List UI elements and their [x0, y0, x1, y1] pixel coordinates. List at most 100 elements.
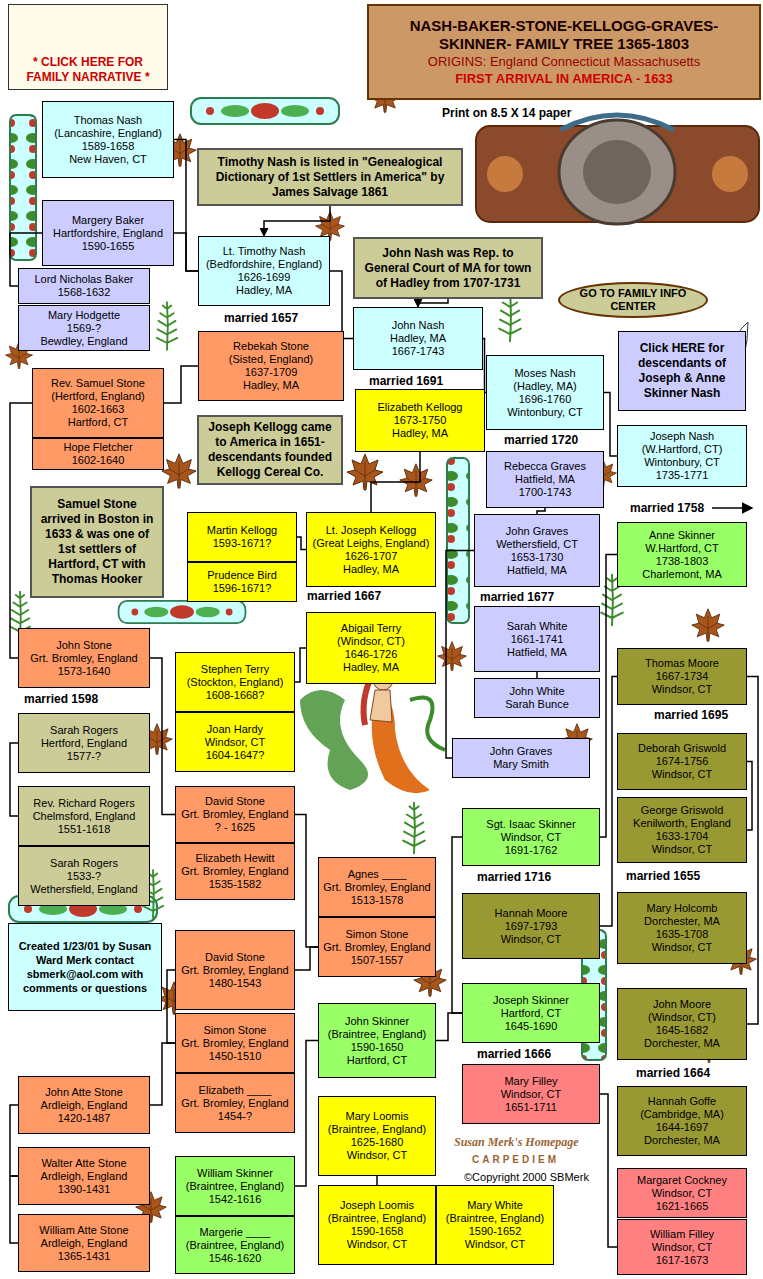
box-text: 1535-1582 — [178, 878, 292, 891]
box-text: Hatfield, MA — [489, 473, 601, 486]
box-text: Bewdley, England — [21, 335, 147, 348]
box-text: 1696-1760 — [489, 393, 601, 406]
box-text: 1621-1665 — [620, 1200, 744, 1213]
marriage-label: married 1666 — [475, 1047, 553, 1061]
box-text: ? - 1625 — [178, 821, 292, 834]
person-box: Sarah White1661-1741Hatfield, MA — [474, 606, 600, 672]
box-text: Walter Atte Stone — [21, 1157, 147, 1170]
info-box: Click HERE for descendants of Joseph & A… — [618, 331, 746, 411]
box-text: Windsor, CT — [465, 933, 597, 946]
box-text: Hartford, CT — [321, 1054, 433, 1067]
person-box: David StoneGrt. Bromley, England? - 1625 — [175, 786, 295, 843]
box-text: Charlemont, MA — [620, 568, 744, 581]
box-text: Grt. Bromley, England — [321, 881, 433, 894]
box-text: Elizabeth Kellogg — [358, 401, 482, 414]
box-text: 1625-1680 — [321, 1136, 433, 1149]
person-box: John GravesMary Smith — [452, 738, 590, 778]
person-box: Elizabeth Kellogg1673-1750Hadley, MA — [355, 389, 485, 452]
box-text: Grt. Bromley, England — [178, 1037, 292, 1050]
box-text: Grt. Bromley, England — [178, 1097, 292, 1110]
box-text: Deborah Griswold — [620, 742, 744, 755]
box-text: 1608-1668? — [178, 689, 292, 702]
note-box: John Nash was Rep. to General Court of M… — [353, 237, 543, 299]
box-text: William Filley — [620, 1228, 744, 1241]
person-box: George GriswoldKenilworth, England1633-1… — [617, 797, 747, 863]
person-box: Deborah Griswold1674-1756Windsor, CT — [617, 733, 747, 790]
oval-button: GO TO FAMILY INFO CENTER — [558, 282, 708, 318]
box-text: Lt. Joseph Kellogg — [309, 524, 433, 537]
box-text: Hartford, CT — [35, 416, 161, 429]
box-text: 1454-? — [178, 1110, 292, 1123]
person-box: William Skinner(Braintree, England)1542-… — [175, 1156, 295, 1216]
box-text: David Stone — [178, 951, 292, 964]
box-text: Wintonbury, CT — [620, 456, 744, 469]
box-text: 1667-1734 — [620, 670, 744, 683]
box-text: Simon Stone — [321, 928, 433, 941]
box-text: Simon Stone — [178, 1024, 292, 1037]
box-text: 1646-1726 — [309, 648, 433, 661]
box-text: ORIGINS: England Connecticut Massachuset… — [375, 53, 753, 70]
box-text: Sarah Rogers — [21, 724, 147, 737]
box-text: Joseph Nash — [620, 430, 744, 443]
person-box: Mary White(Braintree, England)1590-1652W… — [436, 1185, 554, 1265]
box-text: Chelmsford, England — [21, 810, 147, 823]
box-text: 1590-1650 — [321, 1041, 433, 1054]
box-text: Hope Fletcher — [35, 441, 161, 454]
box-text: (Braintree, England) — [321, 1028, 433, 1041]
box-text: John Stone — [21, 639, 147, 652]
marriage-label: married 1667 — [305, 589, 383, 603]
box-text: * CLICK HERE FOR FAMILY NARRATIVE * — [13, 55, 163, 85]
person-box: William Atte StoneArdleigh, England1365-… — [18, 1214, 150, 1272]
connector — [295, 1041, 318, 1187]
box-text: 1589-1658 — [45, 140, 171, 153]
box-text: Dorchester, MA — [620, 1134, 744, 1147]
person-box: Hannah Moore1697-1793Windsor, CT — [462, 893, 600, 959]
marriage-label: married 1758 — [628, 501, 706, 515]
connector — [174, 140, 198, 272]
box-text: Anne Skinner — [620, 529, 744, 542]
person-box: Simon StoneGrt. Bromley, England1507-155… — [318, 917, 436, 977]
marriage-label: Print on 8.5 X 14 paper — [440, 106, 573, 120]
box-text: Grt. Bromley, England — [178, 964, 292, 977]
box-text: 1590-1652 — [439, 1225, 551, 1238]
box-text: 1644-1697 — [620, 1121, 744, 1134]
box-text: (Sisted, England) — [201, 353, 341, 366]
person-box: Joan HardyWindsor, CT1604-1647? — [175, 712, 295, 772]
leaf-icon — [438, 642, 467, 671]
marriage-label: married 1677 — [478, 590, 556, 604]
box-text: Dorchester, MA — [620, 1037, 744, 1050]
box-text: 1645-1682 — [620, 1024, 744, 1037]
connector — [600, 555, 617, 838]
box-text: John Moore — [620, 998, 744, 1011]
connector — [295, 947, 318, 970]
person-box: Rebecca GravesHatfield, MA1700-1743 — [486, 451, 604, 508]
connector — [747, 762, 752, 831]
box-text: Windsor, CT — [620, 768, 744, 781]
box-text: David Stone — [178, 795, 292, 808]
connector — [297, 537, 306, 550]
box-text: Windsor, CT — [465, 1088, 597, 1101]
box-text: Lord Nicholas Baker — [21, 273, 147, 286]
box-text: 1626-1707 — [309, 550, 433, 563]
box-text: William Skinner — [178, 1167, 292, 1180]
mermaid-illustration — [300, 670, 445, 793]
box-text: Windsor, CT — [620, 683, 744, 696]
box-text: John Graves — [477, 525, 597, 538]
box-text: Rev. Richard Rogers — [21, 797, 147, 810]
box-text: Mary Loomis — [321, 1110, 433, 1123]
box-text: 1661-1741 — [477, 633, 597, 646]
box-text: Hadley, MA — [309, 661, 433, 674]
box-text: (Bedfordshire, England) — [201, 258, 327, 271]
box-text: Stephen Terry — [178, 663, 292, 676]
box-text: John Atte Stone — [21, 1086, 147, 1099]
leaf-icon — [347, 454, 383, 490]
box-text: 1593-1671? — [190, 537, 294, 550]
box-text: Sarah Rogers — [21, 857, 147, 870]
box-text: Wintonbury, CT — [489, 406, 601, 419]
box-text: William Atte Stone — [21, 1224, 147, 1237]
person-box: John Skinner(Braintree, England)1590-165… — [318, 1003, 436, 1078]
connector — [295, 815, 318, 948]
marriage-label: married 1691 — [367, 374, 445, 388]
box-text: John White — [477, 685, 597, 698]
